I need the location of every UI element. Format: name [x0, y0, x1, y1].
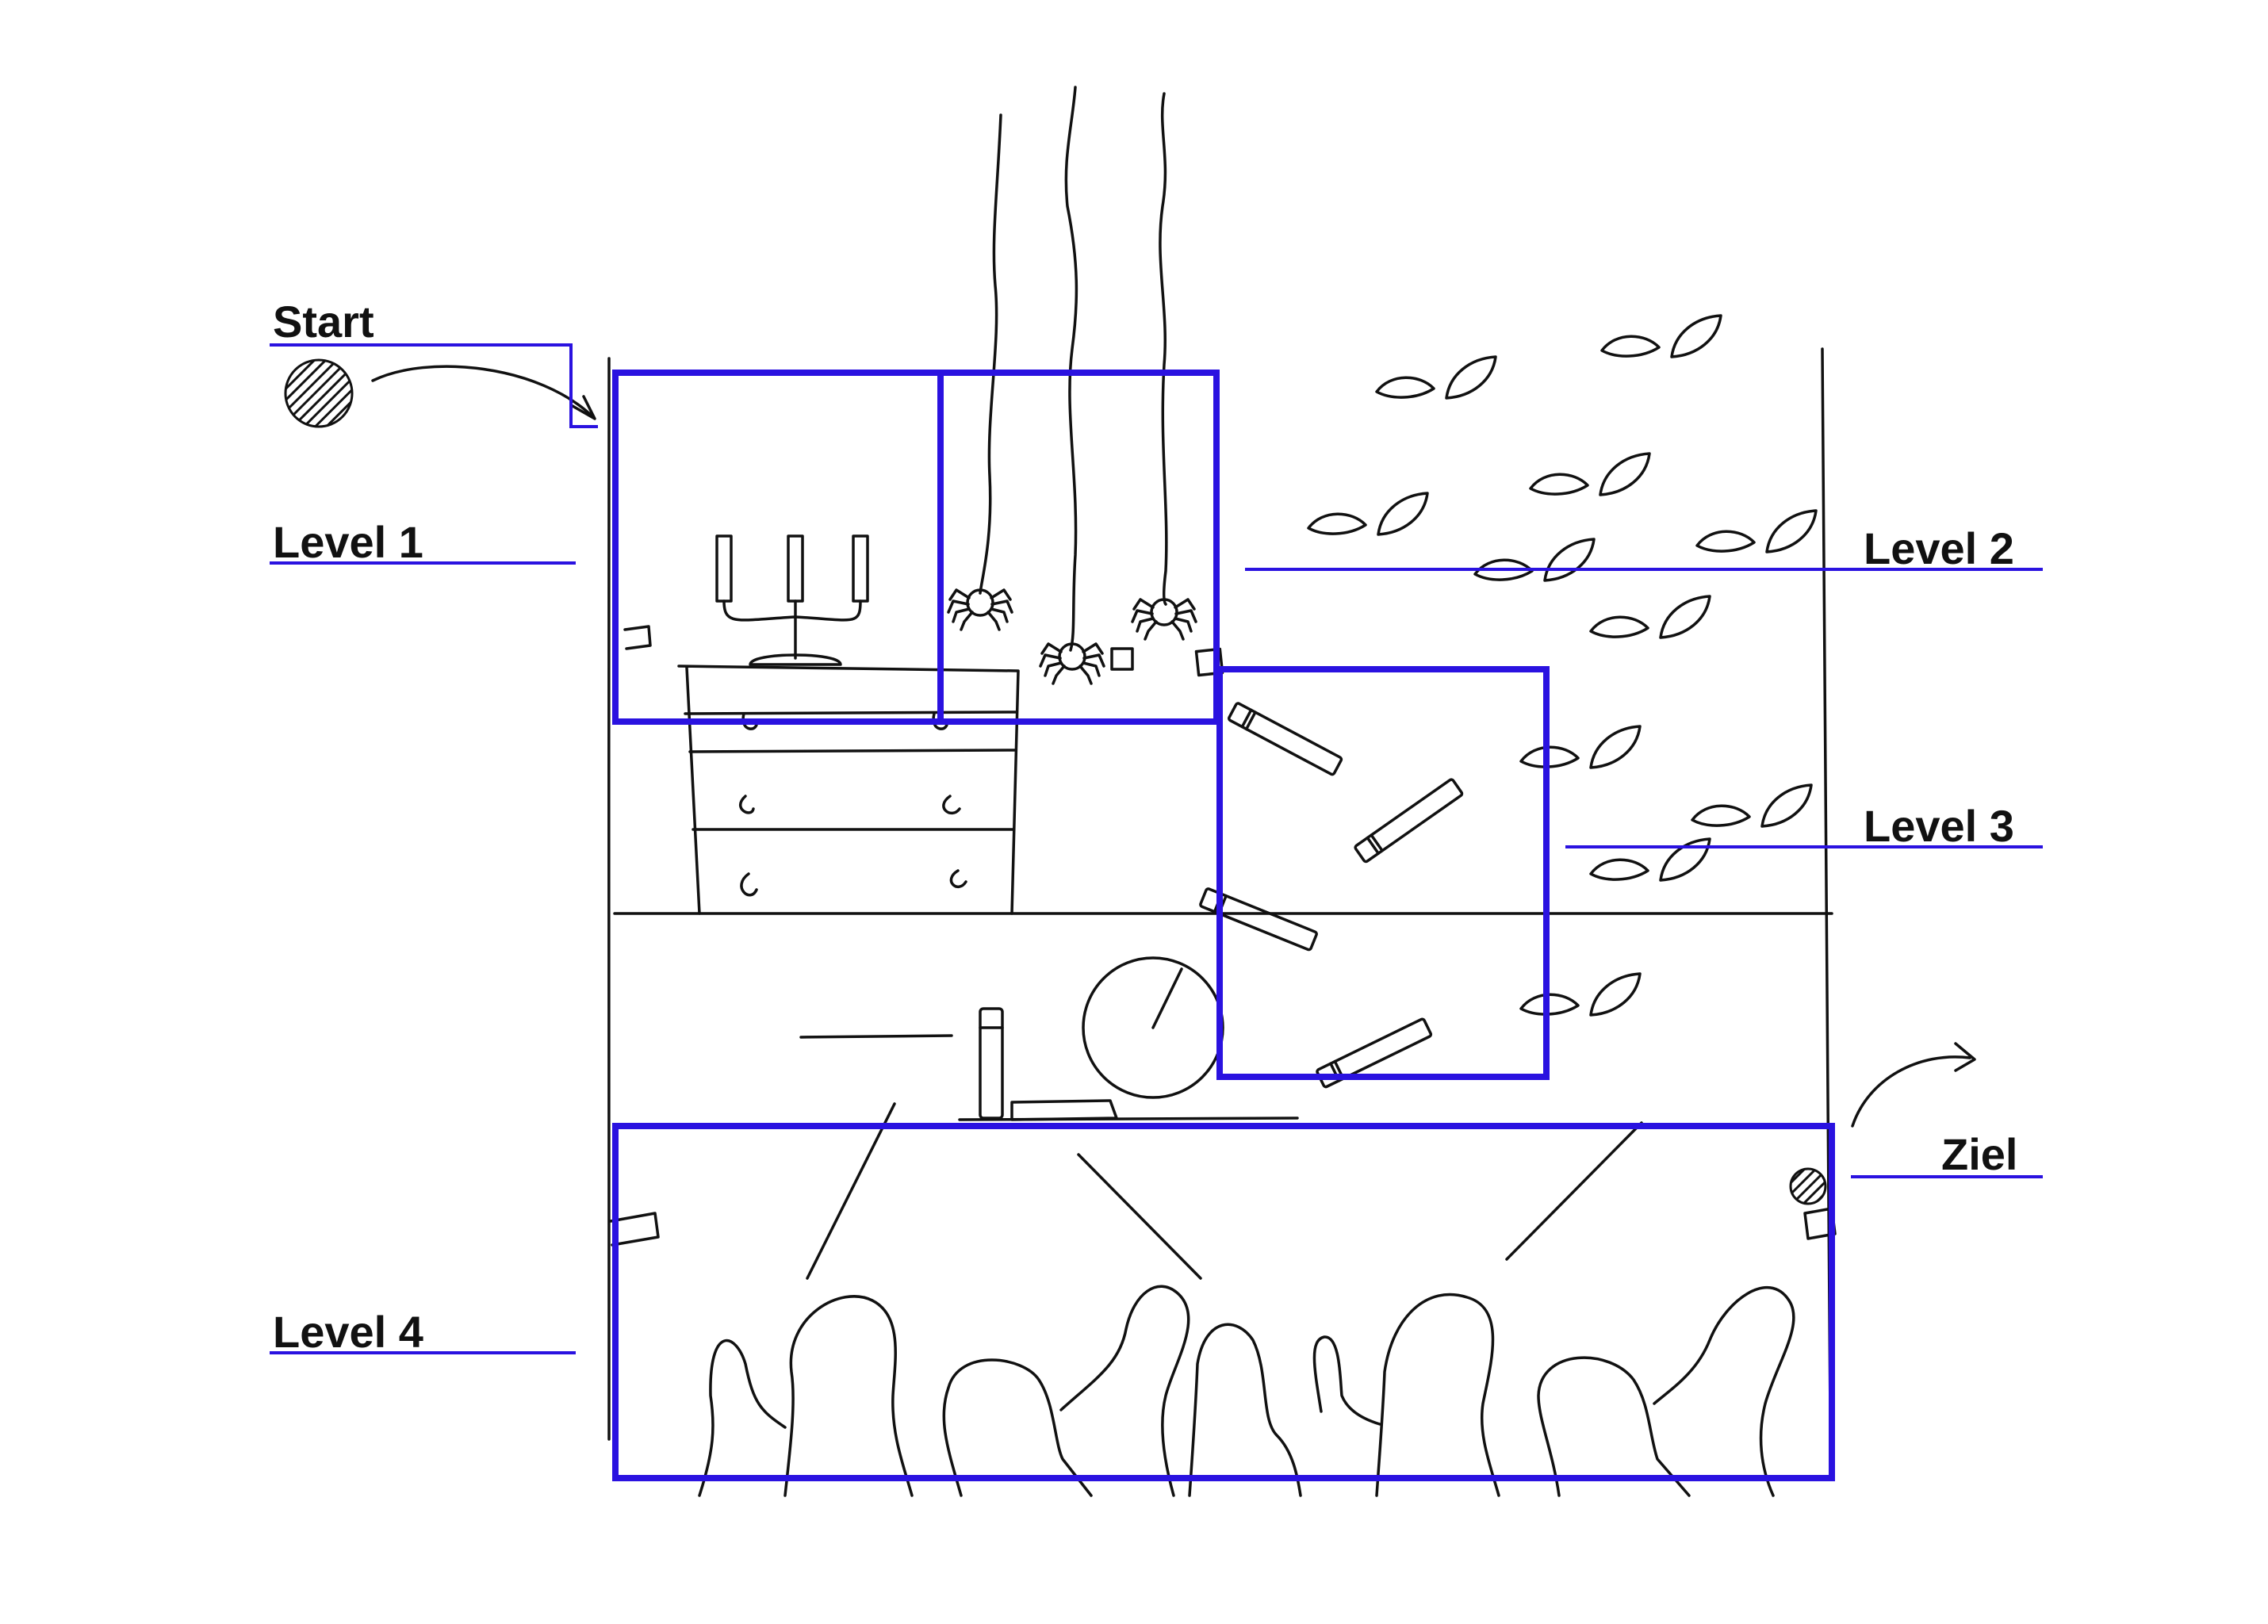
goal-label: Ziel	[1941, 1129, 2018, 1179]
start-label: Start	[273, 297, 374, 347]
books	[1198, 701, 1465, 1090]
curved-arrow-icon	[371, 365, 595, 419]
bat-icon	[1519, 972, 1642, 1017]
bat-icon	[1307, 492, 1429, 536]
bat-icon	[1589, 837, 1711, 882]
spider-icon	[1039, 642, 1105, 685]
start-ball-icon[interactable]	[284, 358, 354, 428]
lower-shelf	[799, 956, 1299, 1121]
zone-level-4[interactable]	[612, 1123, 1835, 1481]
level-3-label: Level 3	[1864, 801, 2014, 851]
spider-icon	[947, 588, 1013, 631]
book-icon	[1353, 777, 1465, 864]
bat-icon	[1473, 538, 1596, 582]
bat-icon	[1589, 595, 1711, 639]
bat-icon	[1529, 452, 1651, 496]
bat-icon	[1600, 314, 1722, 358]
bat-icon	[1695, 509, 1818, 553]
bat-icon	[1519, 725, 1642, 769]
level-4-label: Level 4	[273, 1307, 423, 1357]
spider-threads	[979, 86, 1168, 652]
flames	[698, 1102, 1795, 1497]
label-leaders	[270, 343, 2043, 1354]
candelabra-icon	[715, 534, 869, 666]
bottle	[979, 1007, 1004, 1120]
goal-ball-icon[interactable]	[1789, 1167, 1827, 1205]
zone-level-3[interactable]	[1216, 666, 1550, 1080]
level-1-label: Level 1	[273, 517, 423, 567]
bat-icon	[1375, 355, 1497, 400]
dresser	[677, 665, 1020, 915]
bat-icon	[1691, 783, 1813, 828]
curved-arrow-icon	[1851, 1055, 1971, 1128]
level-2-label: Level 2	[1864, 523, 2014, 573]
zone-level-1b[interactable]	[937, 370, 1220, 725]
level-zones	[612, 370, 1835, 1481]
book-icon	[1010, 1099, 1118, 1121]
bats	[1307, 314, 1818, 1017]
book-icon	[1226, 701, 1344, 777]
spider-icon	[1131, 598, 1197, 641]
